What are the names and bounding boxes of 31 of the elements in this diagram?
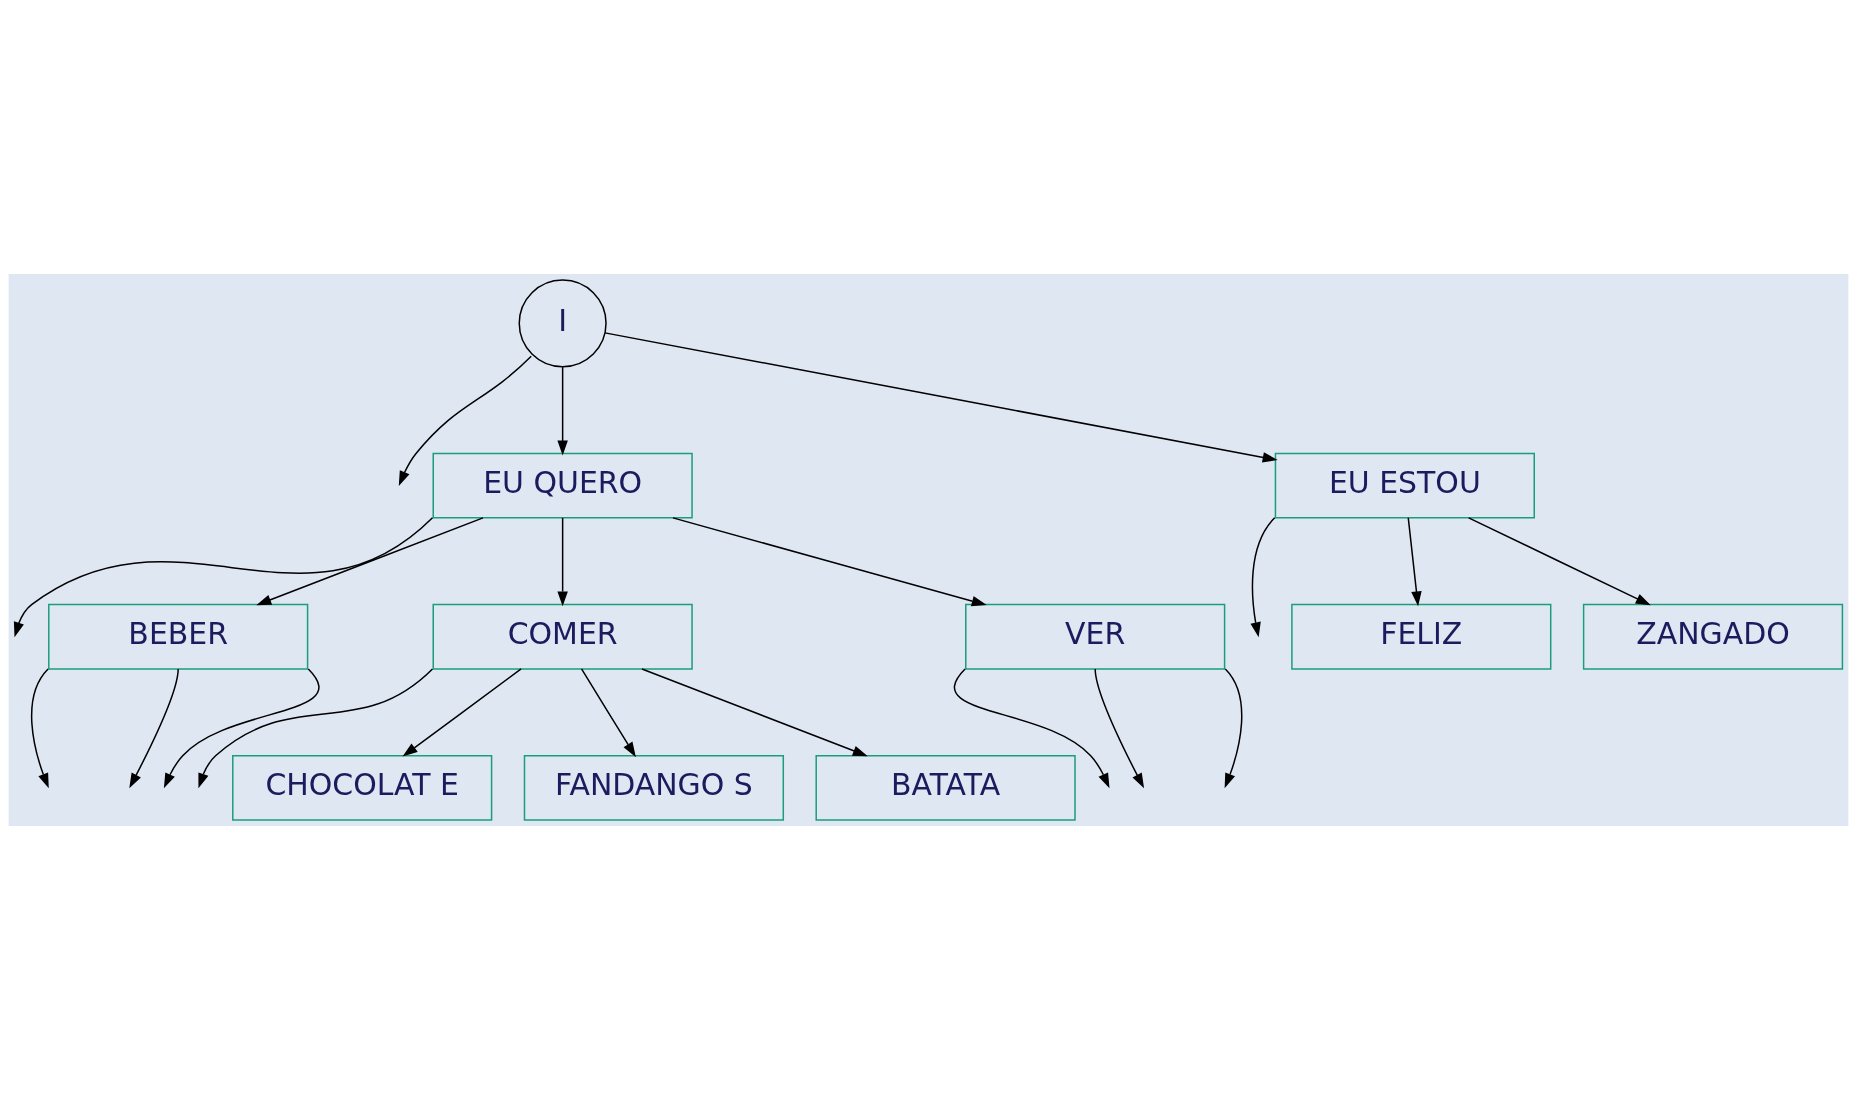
node-box: VER: [965, 603, 1226, 670]
node-box: COMER: [432, 603, 693, 670]
arrow: [1094, 667, 1145, 788]
arrow: [557, 516, 568, 606]
node-box: EU ESTOU: [1274, 452, 1535, 519]
arrow: [604, 331, 1278, 462]
node-box: ZANGADO: [1582, 603, 1844, 670]
arrow: [198, 667, 434, 788]
arrow: [580, 667, 636, 757]
arrow: [557, 365, 568, 456]
node-box: BATATA: [815, 754, 1076, 821]
node-circle: I: [518, 278, 607, 367]
arrow: [1467, 516, 1651, 605]
arrow: [641, 667, 868, 756]
arrow: [953, 667, 1110, 788]
arrow: [1407, 516, 1422, 606]
node-box: FELIZ: [1291, 603, 1552, 670]
node-box: EU QUERO: [432, 452, 693, 519]
arrow: [402, 667, 522, 757]
arrow: [256, 516, 484, 605]
arrow: [13, 516, 434, 637]
arrow: [398, 355, 532, 486]
arrow: [30, 667, 49, 788]
arrow: [129, 667, 179, 788]
node-box: CHOCOLAT E: [232, 754, 493, 821]
arrow: [163, 667, 320, 788]
arrow: [1250, 516, 1276, 637]
arrow: [1224, 667, 1243, 788]
node-box: FANDANGO S: [523, 754, 785, 821]
node-box: BEBER: [48, 603, 309, 670]
arrow: [672, 516, 987, 606]
